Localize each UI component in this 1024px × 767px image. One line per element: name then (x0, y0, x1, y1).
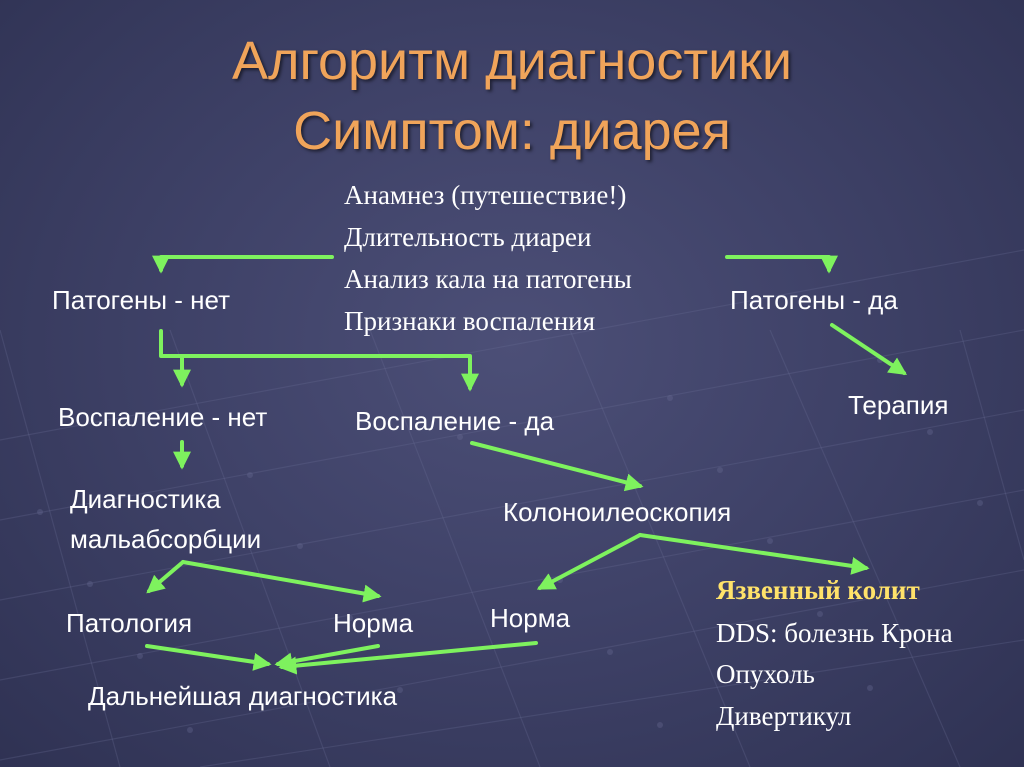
node-pathogens-yes: Патогены - да (730, 285, 898, 315)
node-pathogens-no: Патогены - нет (52, 285, 231, 315)
center-item-duration: Длительность диареи (344, 222, 592, 252)
arrow-to-pathogens-yes (725, 255, 838, 274)
diagnosis-tumor: Опухоль (716, 659, 815, 689)
arrow-to-therapy (830, 323, 907, 375)
arrow-pathogens-no-split (159, 329, 479, 392)
node-colonoscopy: Колоноилеоскопия (503, 497, 732, 527)
node-norm-right: Норма (490, 603, 571, 633)
arrow-to-pathogens-no (152, 255, 334, 274)
node-pathology: Патология (66, 608, 193, 638)
node-malabsorption-line-1: Диагностика (70, 484, 221, 514)
arrow-to-colonoscopy (470, 441, 644, 492)
diagnosis-diverticulum: Дивертикул (716, 701, 852, 731)
arrow-to-norm-left (181, 560, 382, 603)
arrow-to-norm-right (536, 533, 642, 590)
arrow-norm-right-to-further (278, 641, 538, 675)
center-item-stool-analysis: Анализ кала на патогены (344, 264, 632, 294)
diagnosis-crohn: DDS: болезнь Крона (716, 618, 953, 648)
arrow-to-pathology (146, 560, 185, 594)
title-line-1: Алгоритм диагностики (231, 31, 793, 91)
diagnosis-ulcerative-colitis: Язвенный колит (716, 575, 920, 605)
center-item-inflammation-signs: Признаки воспаления (344, 306, 596, 336)
node-therapy: Терапия (848, 390, 949, 420)
node-malabsorption-line-2: мальабсорбции (70, 524, 262, 554)
arrow-to-diagnoses (638, 533, 870, 575)
arrow-pathology-to-further (145, 644, 272, 671)
title-line-2: Симптом: диарея (293, 101, 731, 161)
node-inflammation-no: Воспаление - нет (58, 402, 268, 432)
node-norm-left: Норма (333, 608, 414, 638)
node-inflammation-yes: Воспаление - да (355, 406, 555, 436)
node-further-diagnostics: Дальнейшая диагностика (88, 681, 398, 711)
center-item-anamnesis: Анамнез (путешествие!) (344, 180, 627, 210)
